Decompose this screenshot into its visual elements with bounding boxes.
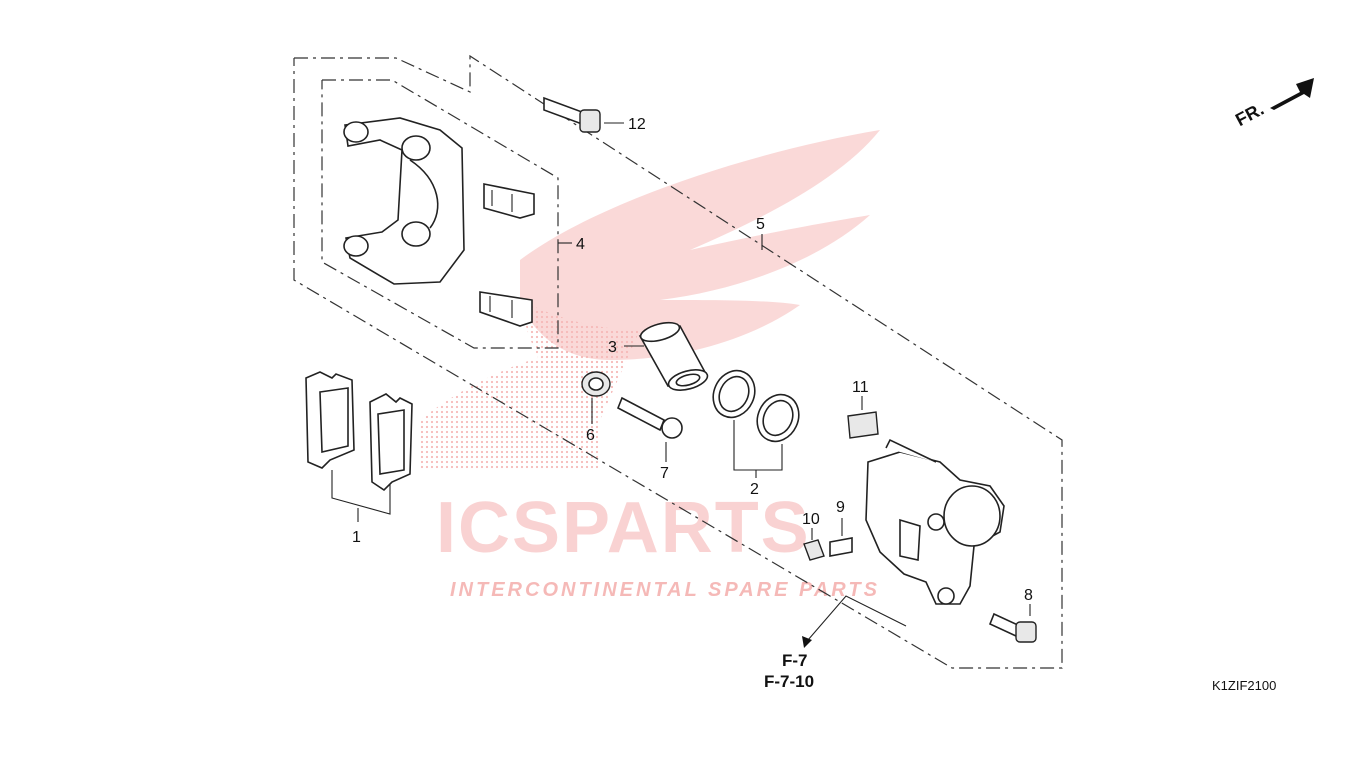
caliper-body	[865, 438, 1005, 605]
reference-leader	[807, 595, 907, 641]
bleeder-9	[829, 518, 853, 557]
pad-spring-upper	[483, 183, 535, 219]
callout-7: 7	[660, 465, 669, 482]
cap-10	[803, 528, 825, 561]
callout-4: 4	[576, 236, 585, 253]
reference-f7-10[interactable]: F-7-10	[764, 672, 814, 691]
assembly-boundary-4	[321, 79, 559, 349]
callout-2: 2	[750, 481, 759, 498]
callout-1: 1	[352, 529, 361, 546]
callout-11: 11	[852, 379, 869, 396]
piston-3	[638, 321, 709, 391]
callout-8: 8	[1024, 587, 1033, 604]
reference-f7[interactable]: F-7	[782, 651, 808, 670]
caliper-bracket-4	[343, 117, 465, 285]
boot-6	[581, 371, 611, 424]
callout-10: 10	[802, 511, 820, 528]
callout-3: 3	[608, 339, 617, 356]
reference-arrowhead	[802, 636, 812, 648]
brake-pads-1	[305, 371, 413, 522]
slide-pin-7	[616, 396, 683, 462]
seal-set-2	[712, 369, 800, 478]
cap-11	[847, 396, 879, 439]
diagram-code: K1ZIF2100	[1212, 678, 1276, 693]
callout-12: 12	[628, 116, 646, 133]
pad-spring-lower	[479, 291, 533, 327]
front-direction-label: FR.	[1232, 99, 1267, 130]
watermark-tagline: INTERCONTINENTAL SPARE PARTS	[450, 579, 880, 601]
callout-9: 9	[836, 499, 845, 516]
front-direction-arrow	[1270, 78, 1314, 110]
callout-6: 6	[586, 427, 595, 444]
watermark-brand: ICSPARTS	[436, 488, 811, 568]
bolt-12	[543, 96, 624, 133]
bolt-8	[988, 604, 1037, 643]
assembly-boundary-5	[293, 54, 1063, 669]
callout-5: 5	[756, 216, 765, 233]
